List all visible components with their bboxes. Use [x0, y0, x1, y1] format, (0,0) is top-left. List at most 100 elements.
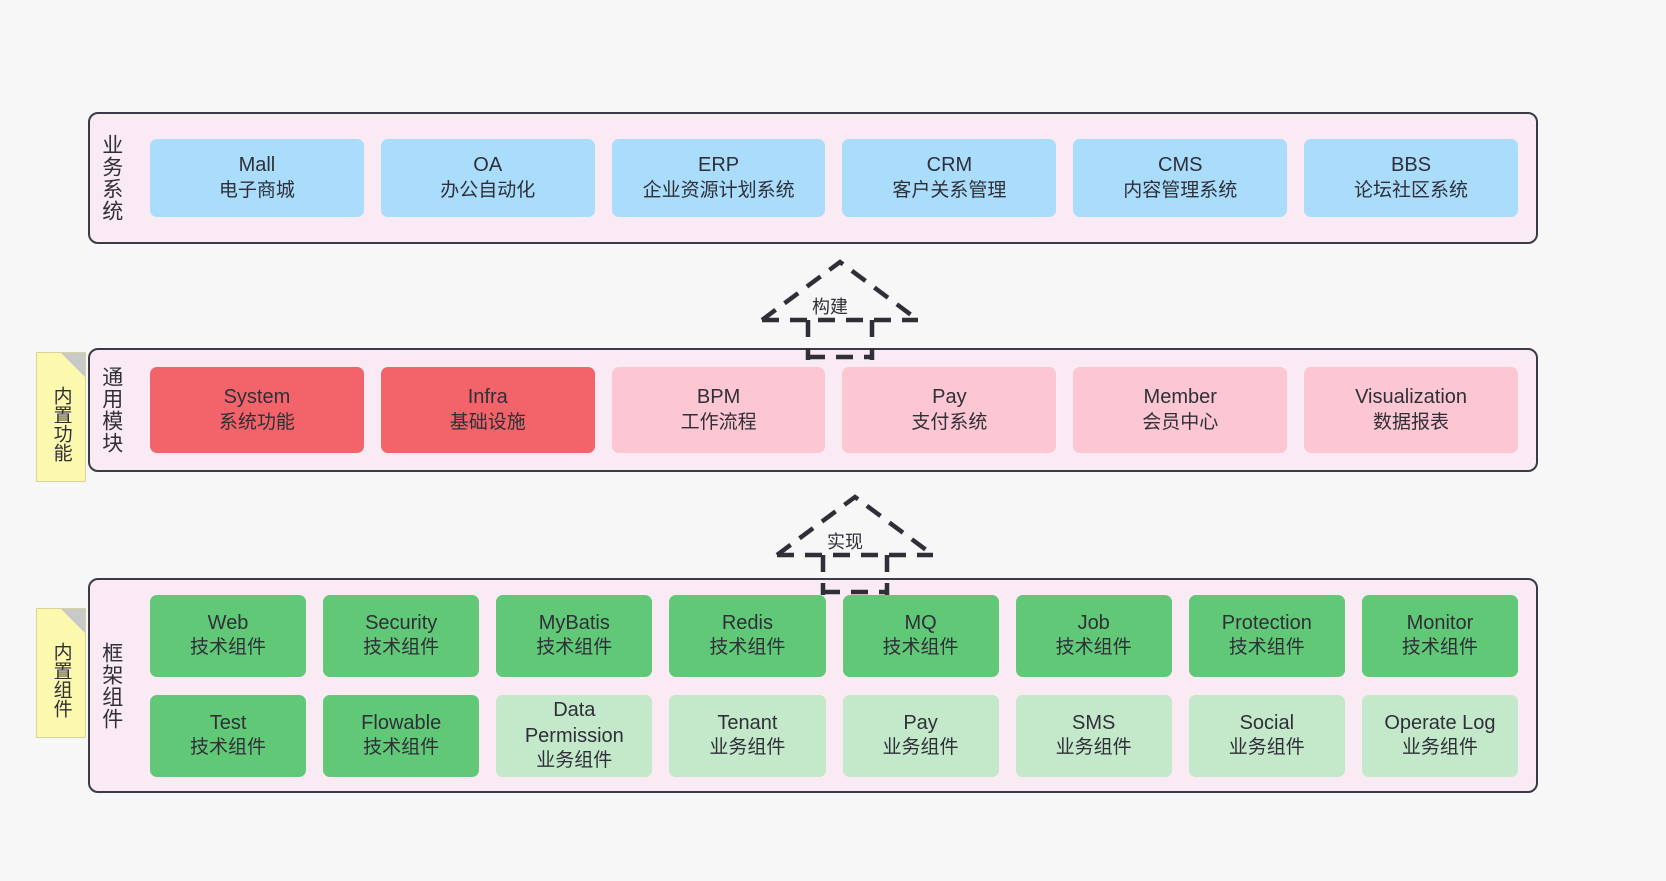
node-subtitle: 工作流程: [680, 411, 757, 433]
layer-label-common-module: 通用模块: [99, 366, 123, 454]
node-title: CRM: [926, 154, 973, 177]
node-redis[interactable]: Redis 技术组件: [669, 594, 826, 677]
node-title: Test: [209, 711, 247, 734]
node-title: BPM: [696, 386, 741, 409]
node-title: Member: [1143, 386, 1217, 409]
layer-body-common-module: System 系统功能 Infra 基础设施 BPM 工作流程 Pay 支付系统…: [132, 350, 1536, 470]
node-cms[interactable]: CMS 内容管理系统: [1073, 139, 1288, 217]
node-visualization[interactable]: Visualization 数据报表: [1304, 367, 1518, 453]
node-subtitle: 技术组件: [363, 637, 440, 659]
layer-common-module: 通用模块 System 系统功能 Infra 基础设施 BPM 工作流程 Pay…: [88, 348, 1538, 472]
node-subtitle: 客户关系管理: [892, 179, 1007, 201]
node-title: CMS: [1158, 154, 1203, 177]
node-subtitle: 数据报表: [1373, 411, 1450, 433]
node-member[interactable]: Member 会员中心: [1073, 367, 1288, 453]
node-monitor[interactable]: Monitor 技术组件: [1361, 594, 1518, 677]
sticky-note-label: 内置功能: [50, 386, 72, 462]
node-title: Redis: [721, 611, 773, 634]
node-title: SMS: [1072, 711, 1116, 734]
node-subtitle: 业务组件: [709, 737, 786, 759]
node-title: Pay: [932, 386, 967, 409]
node-flowable[interactable]: Flowable 技术组件: [323, 694, 480, 777]
node-subtitle: 支付系统: [911, 411, 988, 433]
node-title: MQ: [904, 611, 937, 634]
node-title: Tenant: [717, 711, 778, 734]
node-title: Social: [1239, 711, 1295, 734]
node-pay-module[interactable]: Pay 支付系统: [842, 367, 1057, 453]
node-test[interactable]: Test 技术组件: [150, 694, 307, 777]
node-pay-component[interactable]: Pay 业务组件: [842, 694, 999, 777]
node-subtitle: 基础设施: [449, 411, 526, 433]
node-security[interactable]: Security 技术组件: [323, 594, 480, 677]
node-title: Mall: [238, 154, 276, 177]
node-title: Security: [365, 611, 438, 634]
node-subtitle: 技术组件: [1401, 637, 1478, 659]
node-tenant[interactable]: Tenant 业务组件: [669, 694, 826, 777]
node-subtitle: 技术组件: [536, 637, 613, 659]
layer-framework-component: 框架组件 Web 技术组件 Security 技术组件 MyBatis 技术组件…: [88, 578, 1538, 793]
implement-arrow-icon: [775, 494, 935, 595]
node-data-permission[interactable]: Data Permission 业务组件: [496, 694, 653, 777]
sticky-note-builtin-component: 内置组件: [36, 608, 86, 738]
node-subtitle: 电子商城: [218, 179, 295, 201]
node-subtitle: 技术组件: [1055, 637, 1132, 659]
node-subtitle: 论坛社区系统: [1354, 179, 1469, 201]
node-subtitle: 业务组件: [882, 737, 959, 759]
node-mall[interactable]: Mall 电子商城: [150, 139, 364, 217]
node-web[interactable]: Web 技术组件: [150, 594, 307, 677]
node-title: Protection: [1221, 611, 1312, 634]
node-crm[interactable]: CRM 客户关系管理: [842, 139, 1057, 217]
layer-label-framework-component: 框架组件: [99, 641, 123, 730]
node-mybatis[interactable]: MyBatis 技术组件: [496, 594, 653, 677]
node-subtitle: 会员中心: [1142, 411, 1219, 433]
sticky-note-label: 内置组件: [50, 642, 72, 718]
node-title: Visualization: [1355, 386, 1468, 409]
node-subtitle: 技术组件: [190, 637, 267, 659]
node-oa[interactable]: OA 办公自动化: [380, 139, 595, 217]
node-title: Data Permission: [524, 699, 624, 747]
node-job[interactable]: Job 技术组件: [1015, 594, 1172, 677]
node-sms[interactable]: SMS 业务组件: [1015, 694, 1172, 777]
node-mq[interactable]: MQ 技术组件: [842, 594, 999, 677]
node-subtitle: 系统功能: [218, 411, 295, 433]
node-subtitle: 业务组件: [1401, 737, 1478, 759]
node-operate-log[interactable]: Operate Log 业务组件: [1361, 694, 1518, 777]
node-subtitle: 技术组件: [709, 637, 786, 659]
node-infra[interactable]: Infra 基础设施: [380, 367, 595, 453]
node-title: Operate Log: [1384, 711, 1496, 734]
node-subtitle: 技术组件: [882, 637, 959, 659]
node-social[interactable]: Social 业务组件: [1188, 694, 1345, 777]
node-subtitle: 业务组件: [1228, 737, 1305, 759]
node-subtitle: 技术组件: [190, 737, 267, 759]
node-erp[interactable]: ERP 企业资源计划系统: [611, 139, 826, 217]
node-protection[interactable]: Protection 技术组件: [1188, 594, 1345, 677]
node-title: BBS: [1391, 154, 1432, 177]
node-title: Infra: [467, 386, 508, 409]
business-system-row: Mall 电子商城 OA 办公自动化 ERP 企业资源计划系统 CRM 客户关系…: [150, 139, 1518, 217]
node-subtitle: 业务组件: [1055, 737, 1132, 759]
node-subtitle: 办公自动化: [440, 179, 536, 201]
node-title: Monitor: [1406, 611, 1474, 634]
node-title: Flowable: [361, 711, 442, 734]
node-bpm[interactable]: BPM 工作流程: [611, 367, 826, 453]
node-title: System: [223, 386, 291, 409]
node-title: OA: [473, 154, 503, 177]
node-subtitle: 业务组件: [536, 749, 613, 771]
tech-component-row: Web 技术组件 Security 技术组件 MyBatis 技术组件 Redi…: [150, 594, 1518, 677]
node-subtitle: 技术组件: [1228, 637, 1305, 659]
layer-body-framework-component: Web 技术组件 Security 技术组件 MyBatis 技术组件 Redi…: [132, 580, 1536, 791]
node-bbs[interactable]: BBS 论坛社区系统: [1304, 139, 1518, 217]
build-arrow-icon: [760, 259, 920, 360]
biz-component-row: Test 技术组件 Flowable 技术组件 Data Permission …: [150, 694, 1518, 777]
build-arrow-label: 构建: [812, 297, 848, 317]
node-title: MyBatis: [538, 611, 610, 634]
node-subtitle: 技术组件: [363, 737, 440, 759]
common-module-row: System 系统功能 Infra 基础设施 BPM 工作流程 Pay 支付系统…: [150, 367, 1518, 453]
node-title: Job: [1077, 611, 1110, 634]
node-subtitle: 内容管理系统: [1123, 179, 1238, 201]
node-title: ERP: [698, 154, 740, 177]
node-system[interactable]: System 系统功能: [150, 367, 364, 453]
layer-business-system: 业务系统 Mall 电子商城 OA 办公自动化 ERP 企业资源计划系统 CRM…: [88, 112, 1538, 244]
node-subtitle: 企业资源计划系统: [642, 179, 795, 201]
